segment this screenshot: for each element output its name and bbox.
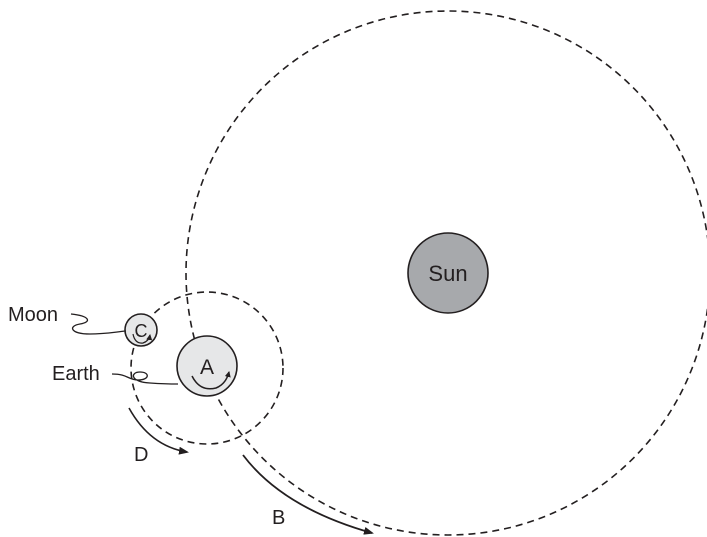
earth-orbit-direction: B (242, 454, 374, 535)
moon-letter-label: C (135, 321, 148, 341)
moon-orbit-direction: D (128, 407, 189, 466)
earth-callout-squiggle (111, 371, 179, 385)
earth-orbit-direction-label: B (272, 507, 285, 529)
earth-rotation-arrow (191, 371, 231, 390)
sun-label: Sun (428, 261, 467, 286)
earth-orbit-path (185, 10, 707, 536)
moon-orbit-direction-arrow (128, 407, 189, 455)
moon-callout-label: Moon (8, 304, 58, 326)
moon-orbit-direction-label: D (134, 444, 148, 466)
earth: A (176, 335, 238, 397)
earth-orbit-direction-arrow (242, 454, 374, 535)
earth-letter-label: A (200, 356, 214, 379)
sun-disc (407, 232, 489, 314)
moon: C (124, 313, 158, 347)
moon-callout-squiggle (70, 313, 127, 335)
earth-disc (176, 335, 238, 397)
moon-orbit-path (130, 291, 284, 445)
earth-callout: Earth (52, 363, 179, 385)
earth-callout-label: Earth (52, 363, 100, 385)
moon-rotation-arrow (132, 333, 153, 344)
moon-callout: Moon (8, 304, 127, 335)
sun: Sun (407, 232, 489, 314)
